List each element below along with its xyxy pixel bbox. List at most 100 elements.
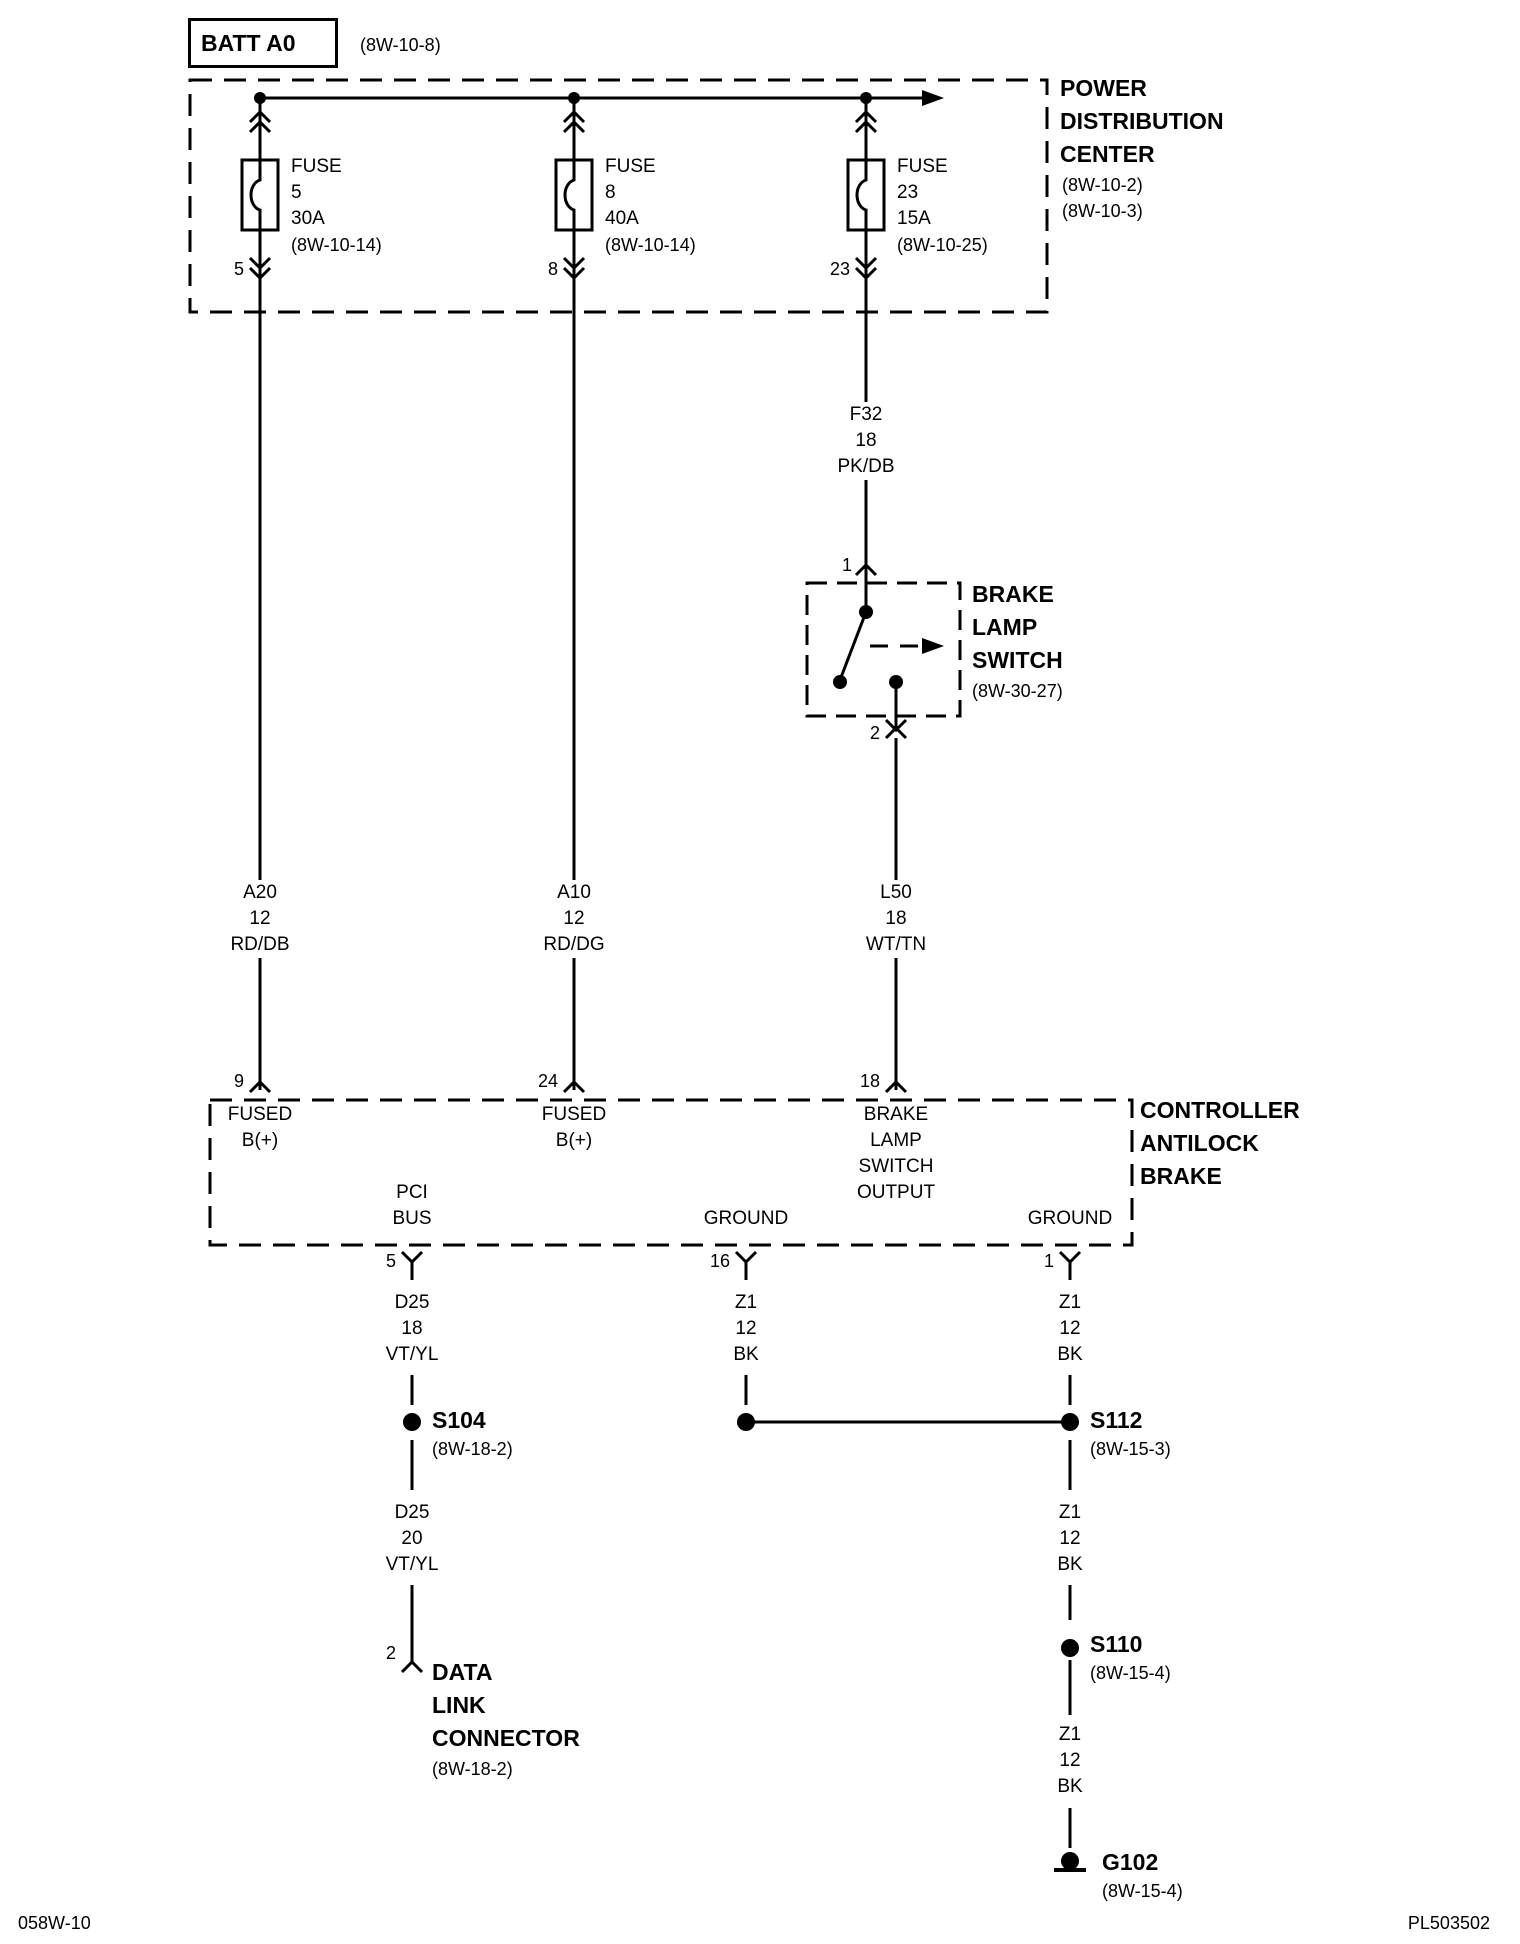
wire-label-z1-d: Z1 12 BK [1057,1722,1082,1800]
wire-color: WT/TN [865,934,927,955]
wire-label-l50: L50 18 WT/TN [865,880,927,958]
dlc-title: DATA LINK CONNECTOR [432,1656,580,1755]
wire-circuit: A10 [557,882,591,903]
fuse-label-line: 30A [291,208,325,229]
g102-ref: (8W-15-4) [1102,1881,1183,1901]
wire-label-z1-a: Z1 12 BK [733,1290,758,1368]
switch-contact-dot [859,605,873,619]
cab-pin-5-connector [400,1250,424,1265]
wire-color: RD/DB [230,934,290,955]
fuse-23-symbol [846,98,886,577]
wire-circuit: D25 [394,1292,430,1313]
wire-label-f32: F32 18 PK/DB [837,402,895,480]
wire-color: BK [1057,1344,1083,1365]
cab-pin-label-line: GROUND [1027,1208,1113,1229]
fuse-label-line: FUSE [605,156,656,177]
wire-gauge: 12 [1059,1750,1081,1771]
wire-circuit: Z1 [1058,1724,1082,1745]
wire-gauge: 20 [401,1528,423,1549]
battery-ref: (8W-10-8) [360,35,441,55]
dlc-ref: (8W-18-2) [432,1759,513,1779]
brake-switch-pin-1: 1 [841,555,852,575]
battery-bus-arrow [922,90,944,106]
wire-gauge: 12 [1059,1318,1081,1339]
g102-label: G102 [1102,1849,1159,1875]
splice-dot [737,1413,755,1431]
wire-color: BK [1057,1776,1083,1797]
cab-title-line: BRAKE [1140,1163,1222,1189]
pdc-title: POWER DISTRIBUTION CENTER [1060,72,1224,171]
switch-contact-dot [833,675,847,689]
s112-splice-dot [1061,1413,1079,1431]
wire-circuit: L50 [880,882,912,903]
wire-color: BK [1057,1554,1083,1575]
pdc-refs: (8W-10-2) (8W-10-3) [1062,172,1143,224]
brake-switch-title-line: SWITCH [972,647,1063,673]
cab-pin-24-connector [562,1079,586,1094]
wire-circuit: A20 [243,882,277,903]
fuse-23-pin: 23 [829,259,850,279]
wire-label-d25-20: D25 20 VT/YL [386,1500,439,1578]
pdc-ref: (8W-10-3) [1062,201,1143,221]
brake-lamp-switch-enclosure [805,581,962,718]
bus-junction-dot [860,92,872,104]
cab-pin-5: 5 [385,1251,396,1271]
fuse-label-line: 23 [897,182,919,203]
cab-pin-16: 16 [709,1251,730,1271]
brake-switch-title-line: BRAKE [972,581,1054,607]
cab-pin-label-line: BRAKE [863,1104,929,1125]
wire-gauge: 12 [563,908,585,929]
wire-gauge: 12 [249,908,271,929]
wire-circuit: Z1 [1058,1292,1082,1313]
fuse-label-line: 5 [291,182,302,203]
fuse-label-ref: (8W-10-14) [291,235,382,255]
footer-page-code: 058W-10 [18,1913,91,1933]
bus-junction-dot [254,92,266,104]
cab-pin-label-line: OUTPUT [856,1182,936,1203]
cab-input-fused-b-plus-1: FUSED B(+) [228,1102,292,1154]
cab-pin-label-line: BUS [392,1208,432,1229]
cab-pin-1-connector [1058,1250,1082,1265]
pdc-ref: (8W-10-2) [1062,175,1143,195]
s104-label: S104 [432,1407,486,1433]
wire-circuit: F32 [849,404,883,425]
cab-pin-9-connector [248,1079,272,1094]
fuse-label-line: 40A [605,208,639,229]
cab-output-ground-1: GROUND [1028,1206,1112,1232]
s104-splice-dot [403,1413,421,1431]
pdc-title-line: POWER [1060,75,1147,101]
cab-pin-label-line: FUSED [541,1104,607,1125]
cab-pin-label-line: B(+) [555,1130,593,1151]
dlc-title-line: CONNECTOR [432,1725,580,1751]
brake-lamp-switch-ref: (8W-30-27) [972,681,1063,701]
cab-pin-label-line: GROUND [703,1208,789,1229]
cab-pin-18: 18 [859,1071,880,1091]
wire-label-d25-18: D25 18 VT/YL [386,1290,439,1368]
wire-gauge: 12 [1059,1528,1081,1549]
pdc-title-line: DISTRIBUTION [1060,108,1224,134]
cab-pin-label-line: LAMP [870,1130,922,1151]
s110-splice-dot [1061,1639,1079,1657]
cab-title-line: ANTILOCK [1140,1130,1259,1156]
switch-contact-dot [889,675,903,689]
cab-pin-1: 1 [1043,1251,1054,1271]
wire-label-a20: A20 12 RD/DB [230,880,290,958]
dlc-title-line: LINK [432,1692,486,1718]
cab-pin-24: 24 [537,1071,558,1091]
fuse-label-ref: (8W-10-25) [897,235,988,255]
bus-junction-dot [568,92,580,104]
wire-circuit: Z1 [1058,1502,1082,1523]
cab-output-ground-16: GROUND [704,1206,788,1232]
fuse-5-pin: 5 [233,259,244,279]
wire-gauge: 18 [401,1318,423,1339]
pdc-enclosure [188,78,1049,314]
fuse-label-line: FUSE [291,156,342,177]
brake-lamp-switch-title: BRAKE LAMP SWITCH [972,578,1063,677]
wire-circuit: Z1 [734,1292,758,1313]
dlc-pin-2-connector [400,1659,424,1674]
cab-input-fused-b-plus-2: FUSED B(+) [542,1102,606,1154]
cab-pin-label-line: SWITCH [858,1156,934,1177]
s110-ref: (8W-15-4) [1090,1663,1171,1683]
